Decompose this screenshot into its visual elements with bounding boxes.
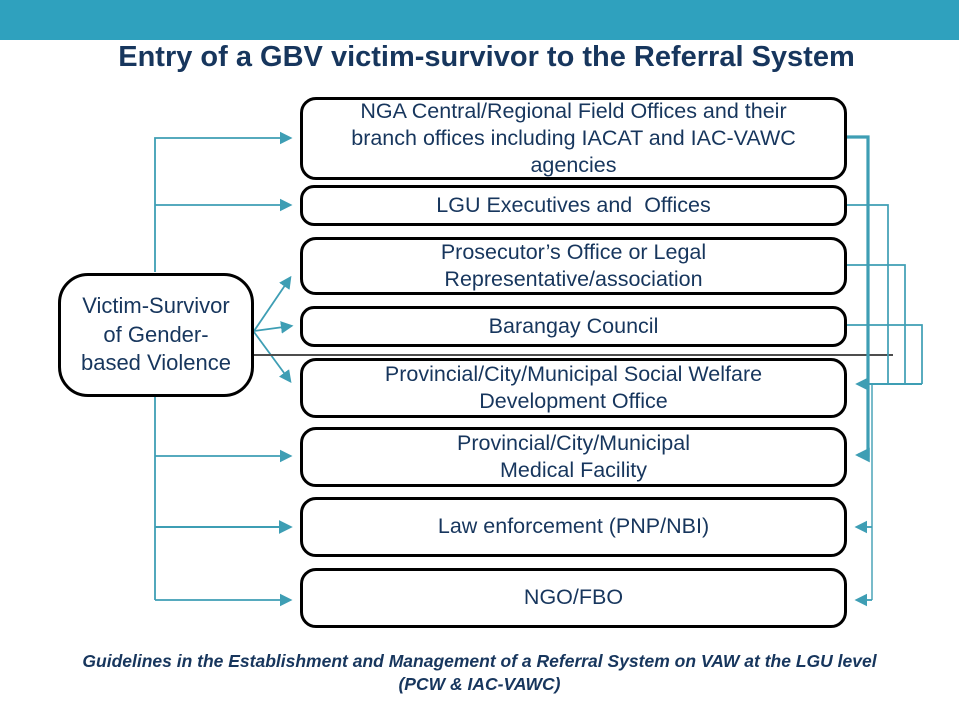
page-title: Entry of a GBV victim-survivor to the Re… [118, 41, 855, 73]
referral-box-nga: NGA Central/Regional Field Offices and t… [300, 97, 847, 180]
header-bar [0, 0, 959, 40]
arrow-victim-to-prosecutor [253, 275, 292, 332]
referral-box-lgu-executives: LGU Executives and Offices [300, 185, 847, 226]
footer-caption: Guidelines in the Establishment and Mana… [82, 651, 877, 694]
arrow-victim-to-barangay [253, 321, 294, 334]
referral-box-law-enforcement: Law enforcement (PNP/NBI) [300, 497, 847, 557]
referral-box-ngo-fbo: NGO/FBO [300, 568, 847, 628]
connector-nga-to-medical [847, 135, 870, 463]
arrow-victim-to-swdo [253, 331, 292, 384]
connector-barangay-elbow [847, 324, 923, 384]
connector-prosecutor-elbow [847, 264, 906, 384]
connector-victim-to-nga [154, 131, 293, 272]
referral-box-social-welfare: Provincial/City/Municipal Social Welfare… [300, 358, 847, 418]
victim-survivor-box: Victim-Survivor of Gender- based Violenc… [58, 273, 254, 397]
referral-box-medical-facility: Provincial/City/Municipal Medical Facili… [300, 427, 847, 487]
referral-box-barangay-council: Barangay Council [300, 306, 847, 347]
referral-box-prosecutor: Prosecutor’s Office or Legal Representat… [300, 237, 847, 295]
